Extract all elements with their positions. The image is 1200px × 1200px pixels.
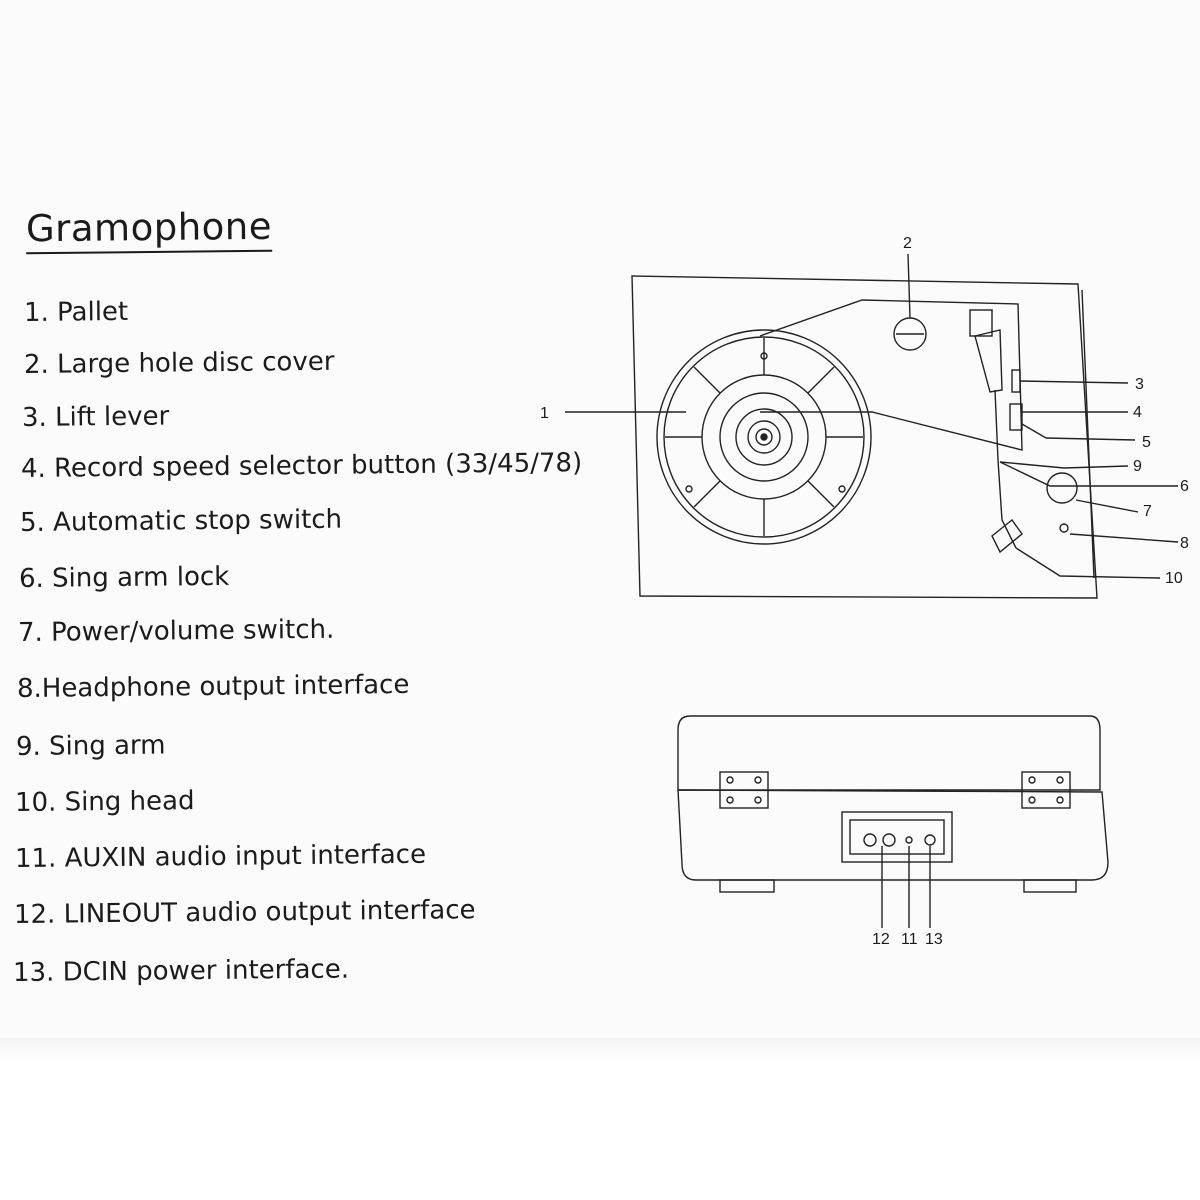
callout-9: 9 [1133, 458, 1142, 475]
callout-13: 13 [925, 931, 943, 948]
lineout-jack-2 [882, 833, 896, 847]
power-volume-knob [1046, 472, 1078, 504]
callout-8: 8 [1180, 535, 1189, 552]
headphone-jack [1059, 523, 1069, 533]
cabinet-outline [631, 275, 1098, 599]
rear-panel [841, 811, 953, 863]
callout-2: 2 [903, 235, 912, 252]
callout-10: 10 [1165, 570, 1183, 587]
callout-11: 11 [901, 931, 918, 948]
lid-outline [677, 715, 1101, 791]
dcin-jack [924, 834, 936, 846]
callout-5: 5 [1142, 434, 1151, 451]
callout-7: 7 [1143, 503, 1152, 520]
base-outline [677, 789, 1109, 881]
lineout-jack [863, 833, 877, 847]
callout-3: 3 [1135, 376, 1144, 393]
counterweight [969, 309, 993, 337]
callout-6: 6 [1180, 478, 1189, 495]
callout-12: 12 [872, 931, 890, 948]
callout-4: 4 [1133, 404, 1142, 421]
sing-head [991, 518, 1023, 554]
platter-outer [656, 329, 872, 545]
document-page [0, 0, 1200, 1050]
auxin-jack [905, 836, 913, 844]
callout-1: 1 [540, 405, 549, 422]
speed-selector [1009, 403, 1023, 431]
page-edge [0, 1038, 1200, 1062]
right-hinge [1021, 771, 1071, 809]
left-hinge [719, 771, 769, 809]
